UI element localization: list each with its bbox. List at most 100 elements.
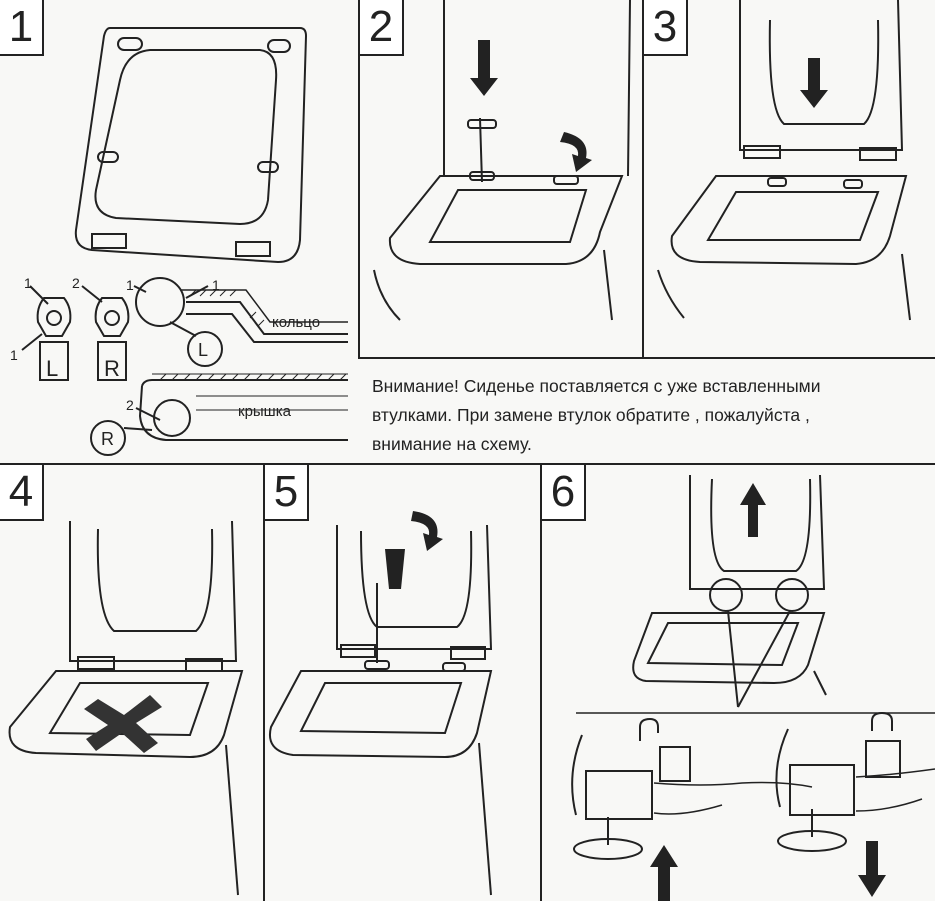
divider-horizontal-middle: [0, 463, 935, 465]
divider-horizontal-note: [358, 357, 935, 359]
washer: [467, 119, 497, 129]
ring-label-1a: 1: [126, 277, 134, 293]
circle-L: [187, 331, 223, 367]
lid-inner: [96, 528, 214, 632]
lid-bumper-right: [257, 161, 279, 173]
bowl-rim: [670, 175, 908, 266]
finger-left-lower: [653, 804, 723, 815]
padlock-closed-body: [865, 740, 901, 778]
circle-R: [90, 420, 126, 456]
seat-lid-outline: [74, 27, 308, 264]
leader-2: [81, 285, 103, 303]
step-5-panel: 5: [265, 465, 540, 901]
ring-hatch: [189, 289, 265, 327]
finger-right: [855, 768, 935, 778]
divider-vertical-23: [642, 0, 644, 358]
mount-right: [843, 179, 863, 189]
bushing-left-shape: [36, 297, 72, 337]
bushing-left-tab: [39, 341, 69, 381]
bushing-right-shape: [94, 297, 130, 337]
lid-hatch: [159, 373, 347, 381]
ring-detail-circle: [135, 277, 185, 327]
divider-vertical-56: [540, 463, 542, 901]
lid-detail-inner: [196, 395, 348, 411]
ring-label-1b: 1: [212, 277, 220, 293]
step-6-panel: 6: [542, 465, 935, 901]
lid-hinge-slot-right: [267, 39, 291, 53]
arrow-down-icon: [800, 58, 828, 108]
step-1-panel: 1: [0, 0, 358, 463]
bowl-rim: [269, 670, 493, 759]
lid-detail-top: [141, 379, 348, 387]
bowl-base: [225, 744, 239, 896]
note-line-1: Внимание! Сиденье поставляется с уже вст…: [372, 376, 821, 396]
step-3-illustration: [657, 0, 911, 321]
mount-left: [469, 171, 495, 181]
mount-right: [553, 175, 579, 185]
step-1-number: 1: [0, 0, 44, 56]
step-4-number: 4: [0, 465, 44, 521]
lid-raised: [336, 524, 493, 650]
step-6-illustration: [571, 474, 935, 901]
lid-detail-outer: [138, 385, 348, 441]
leader-1a: [29, 285, 49, 305]
ring-channel-top: [186, 301, 348, 335]
hinge-cylinder-left: [585, 770, 653, 820]
hinge-right: [859, 147, 897, 161]
step-3-panel: 3: [644, 0, 935, 357]
lid-leader-2: [135, 407, 161, 421]
step-1-illustration: 1 1 2 L R 1 1 кольцо L 2 крышка R: [10, 27, 348, 456]
step-2-number: 2: [360, 0, 404, 56]
bushing-left-hole: [46, 310, 62, 326]
bushing-label-1b: 1: [10, 347, 18, 363]
divider-vertical-top: [358, 0, 360, 358]
hinge-circle-left: [709, 578, 743, 612]
circle-R-label: R: [101, 429, 114, 449]
step-4-panel: 4: [0, 465, 263, 901]
hinge-right: [235, 241, 271, 257]
rotate-arrow-icon: [560, 132, 592, 172]
ring-leader-1a: [133, 285, 147, 293]
mount-right: [442, 662, 466, 672]
padlock-closed-shackle: [871, 711, 893, 731]
ring-channel-outer: [180, 289, 348, 323]
bowl-rim: [632, 612, 826, 685]
arrow-down-icon: [470, 40, 498, 96]
lid-bumper-left: [97, 151, 119, 163]
bowl-rim: [388, 175, 624, 265]
step-2-illustration: [373, 0, 631, 321]
lid-inner: [768, 19, 880, 125]
hinge-clip-right: [775, 728, 789, 808]
bowl-base: [373, 249, 613, 321]
seat-lid-inner: [94, 49, 278, 226]
bushing-label-1a: 1: [24, 275, 32, 291]
step-4-illustration: [8, 520, 244, 896]
divider-vertical-45: [263, 463, 265, 901]
ring-label: кольцо: [272, 314, 320, 331]
bushing-label-R: R: [104, 356, 120, 381]
note-line-3: внимание на схему.: [372, 434, 532, 454]
arrow-down-icon-right: [858, 841, 886, 897]
screwdriver-icon: [385, 549, 405, 589]
lid-hinge-slot-left: [117, 37, 143, 51]
lid-leader-R: [123, 427, 153, 431]
tank: [443, 0, 631, 177]
bushing-label-L: L: [46, 356, 58, 381]
bowl-opening: [646, 622, 800, 667]
step-5-number: 5: [265, 465, 309, 521]
bowl-opening: [299, 682, 463, 735]
lid-inner: [710, 478, 812, 572]
bushing-label-2: 2: [72, 275, 80, 291]
arrow-up-icon: [740, 483, 766, 537]
lid-label-2: 2: [126, 397, 134, 413]
hinge-left: [340, 644, 376, 658]
finger-right-lower: [855, 798, 923, 812]
bowl-rim: [8, 670, 244, 759]
leader-1b: [21, 333, 43, 351]
hinge-right: [450, 646, 486, 660]
bushing-right-hole: [104, 310, 120, 326]
padlock-open-body: [659, 746, 691, 782]
lid-inner: [360, 530, 473, 628]
bowl-base: [657, 253, 911, 321]
ring-leader-1b: [185, 285, 209, 299]
